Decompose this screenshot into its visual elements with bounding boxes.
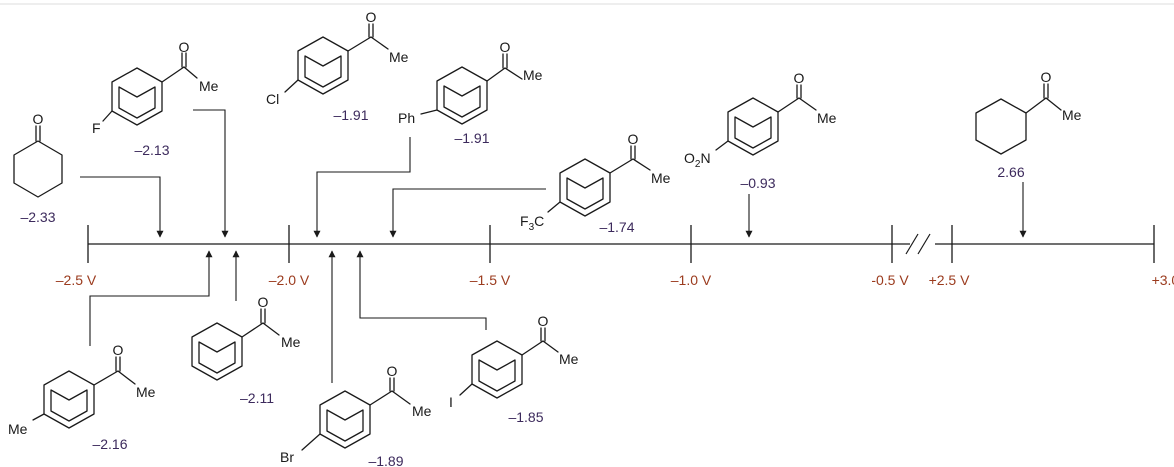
atom-substituent: Br bbox=[280, 449, 294, 465]
axis-tick-label: –2.5 V bbox=[56, 272, 97, 288]
compound-4-bromoacetophenone: O Me Br –1.89 bbox=[280, 363, 432, 467]
potential-axis: –2.5 V –2.0 V –1.5 V –1.0 V -0.5 V +2.5 V +3.0… bbox=[56, 225, 1174, 288]
atom-substituent: Me bbox=[8, 421, 28, 437]
compound-4-fluoroacetophenone: O Me F –2.13 bbox=[92, 39, 219, 158]
atom-substituent: Ph bbox=[398, 110, 415, 126]
potential-label: 2.66 bbox=[997, 164, 1024, 180]
compound-4-nitroacetophenone: O Me O2N –0.93 bbox=[684, 70, 837, 191]
atom-me: Me bbox=[389, 49, 409, 65]
potential-label: –1.74 bbox=[599, 219, 634, 235]
arrow-4-chloro-4-phenylacetophenone bbox=[313, 137, 411, 238]
potential-label: –1.89 bbox=[368, 453, 403, 467]
axis-tick-label: –1.0 V bbox=[671, 272, 712, 288]
arrow-4-fluoroacetophenone bbox=[193, 109, 229, 238]
atom-o: O bbox=[366, 9, 377, 25]
potential-label: –1.85 bbox=[508, 409, 543, 425]
potential-label: –2.13 bbox=[134, 142, 169, 158]
compound-cyclohexyl-methyl-ketone: O Me 2.66 bbox=[975, 69, 1082, 180]
axis-tick-label: +2.5 V bbox=[929, 272, 971, 288]
atom-me: Me bbox=[1062, 107, 1082, 123]
compound-4-trifluoromethylacetophenone: O Me F3C –1.74 bbox=[520, 131, 671, 235]
compound-cyclohexanone: O –2.33 bbox=[13, 111, 63, 225]
atom-o: O bbox=[538, 313, 549, 329]
potential-label: –2.16 bbox=[92, 436, 127, 452]
compound-4-chloroacetophenone: O Me Cl –1.91 bbox=[266, 9, 409, 123]
atom-substituent: F bbox=[92, 120, 101, 136]
atom-o: O bbox=[179, 39, 190, 55]
arrow-4-iodoacetophenone bbox=[356, 250, 487, 330]
atom-me: Me bbox=[651, 170, 671, 186]
atom-me: Me bbox=[559, 351, 579, 367]
atom-substituent: O2N bbox=[684, 150, 711, 170]
potential-label: –0.93 bbox=[740, 175, 775, 191]
atom-o: O bbox=[113, 342, 124, 358]
arrow-4-methylacetophenone bbox=[89, 250, 213, 346]
atom-o: O bbox=[628, 131, 639, 147]
atom-me: Me bbox=[281, 334, 301, 350]
axis-tick-label: +3.0 V bbox=[1152, 272, 1174, 288]
pointer-arrows bbox=[80, 109, 1027, 383]
compound-acetophenone: O Me –2.11 bbox=[191, 294, 301, 406]
atom-me: Me bbox=[817, 110, 837, 126]
atom-o: O bbox=[500, 39, 511, 55]
arrow-4-trifluoromethylacetophenone bbox=[389, 188, 546, 238]
atom-substituent: I bbox=[449, 394, 453, 410]
atom-o: O bbox=[794, 70, 805, 86]
atom-o: O bbox=[33, 111, 44, 127]
compound-4-methylacetophenone: O Me Me –2.16 bbox=[8, 342, 156, 452]
arrow-cyclohexanone bbox=[80, 176, 164, 238]
atom-substituent: Cl bbox=[266, 91, 279, 107]
atom-o: O bbox=[1041, 69, 1052, 85]
atom-me: Me bbox=[523, 67, 543, 83]
compound-4-phenylacetophenone: O Me Ph –1.91 bbox=[398, 39, 543, 146]
potential-label: –1.91 bbox=[454, 130, 489, 146]
compound-4-iodoacetophenone: O Me I –1.85 bbox=[449, 313, 579, 425]
potential-label: –2.11 bbox=[240, 390, 274, 406]
potential-label: –2.33 bbox=[20, 209, 55, 225]
atom-o: O bbox=[258, 294, 269, 310]
axis-tick-label: –2.0 V bbox=[269, 272, 310, 288]
atom-me: Me bbox=[412, 403, 432, 419]
atom-me: Me bbox=[136, 384, 156, 400]
axis-break-mark bbox=[905, 233, 931, 255]
atom-substituent: F3C bbox=[520, 213, 544, 233]
atom-o: O bbox=[387, 363, 398, 379]
axis-tick-label: –1.5 V bbox=[470, 272, 511, 288]
atom-me: Me bbox=[199, 78, 219, 94]
potential-label: –1.91 bbox=[333, 107, 368, 123]
axis-tick-label: -0.5 V bbox=[871, 272, 909, 288]
